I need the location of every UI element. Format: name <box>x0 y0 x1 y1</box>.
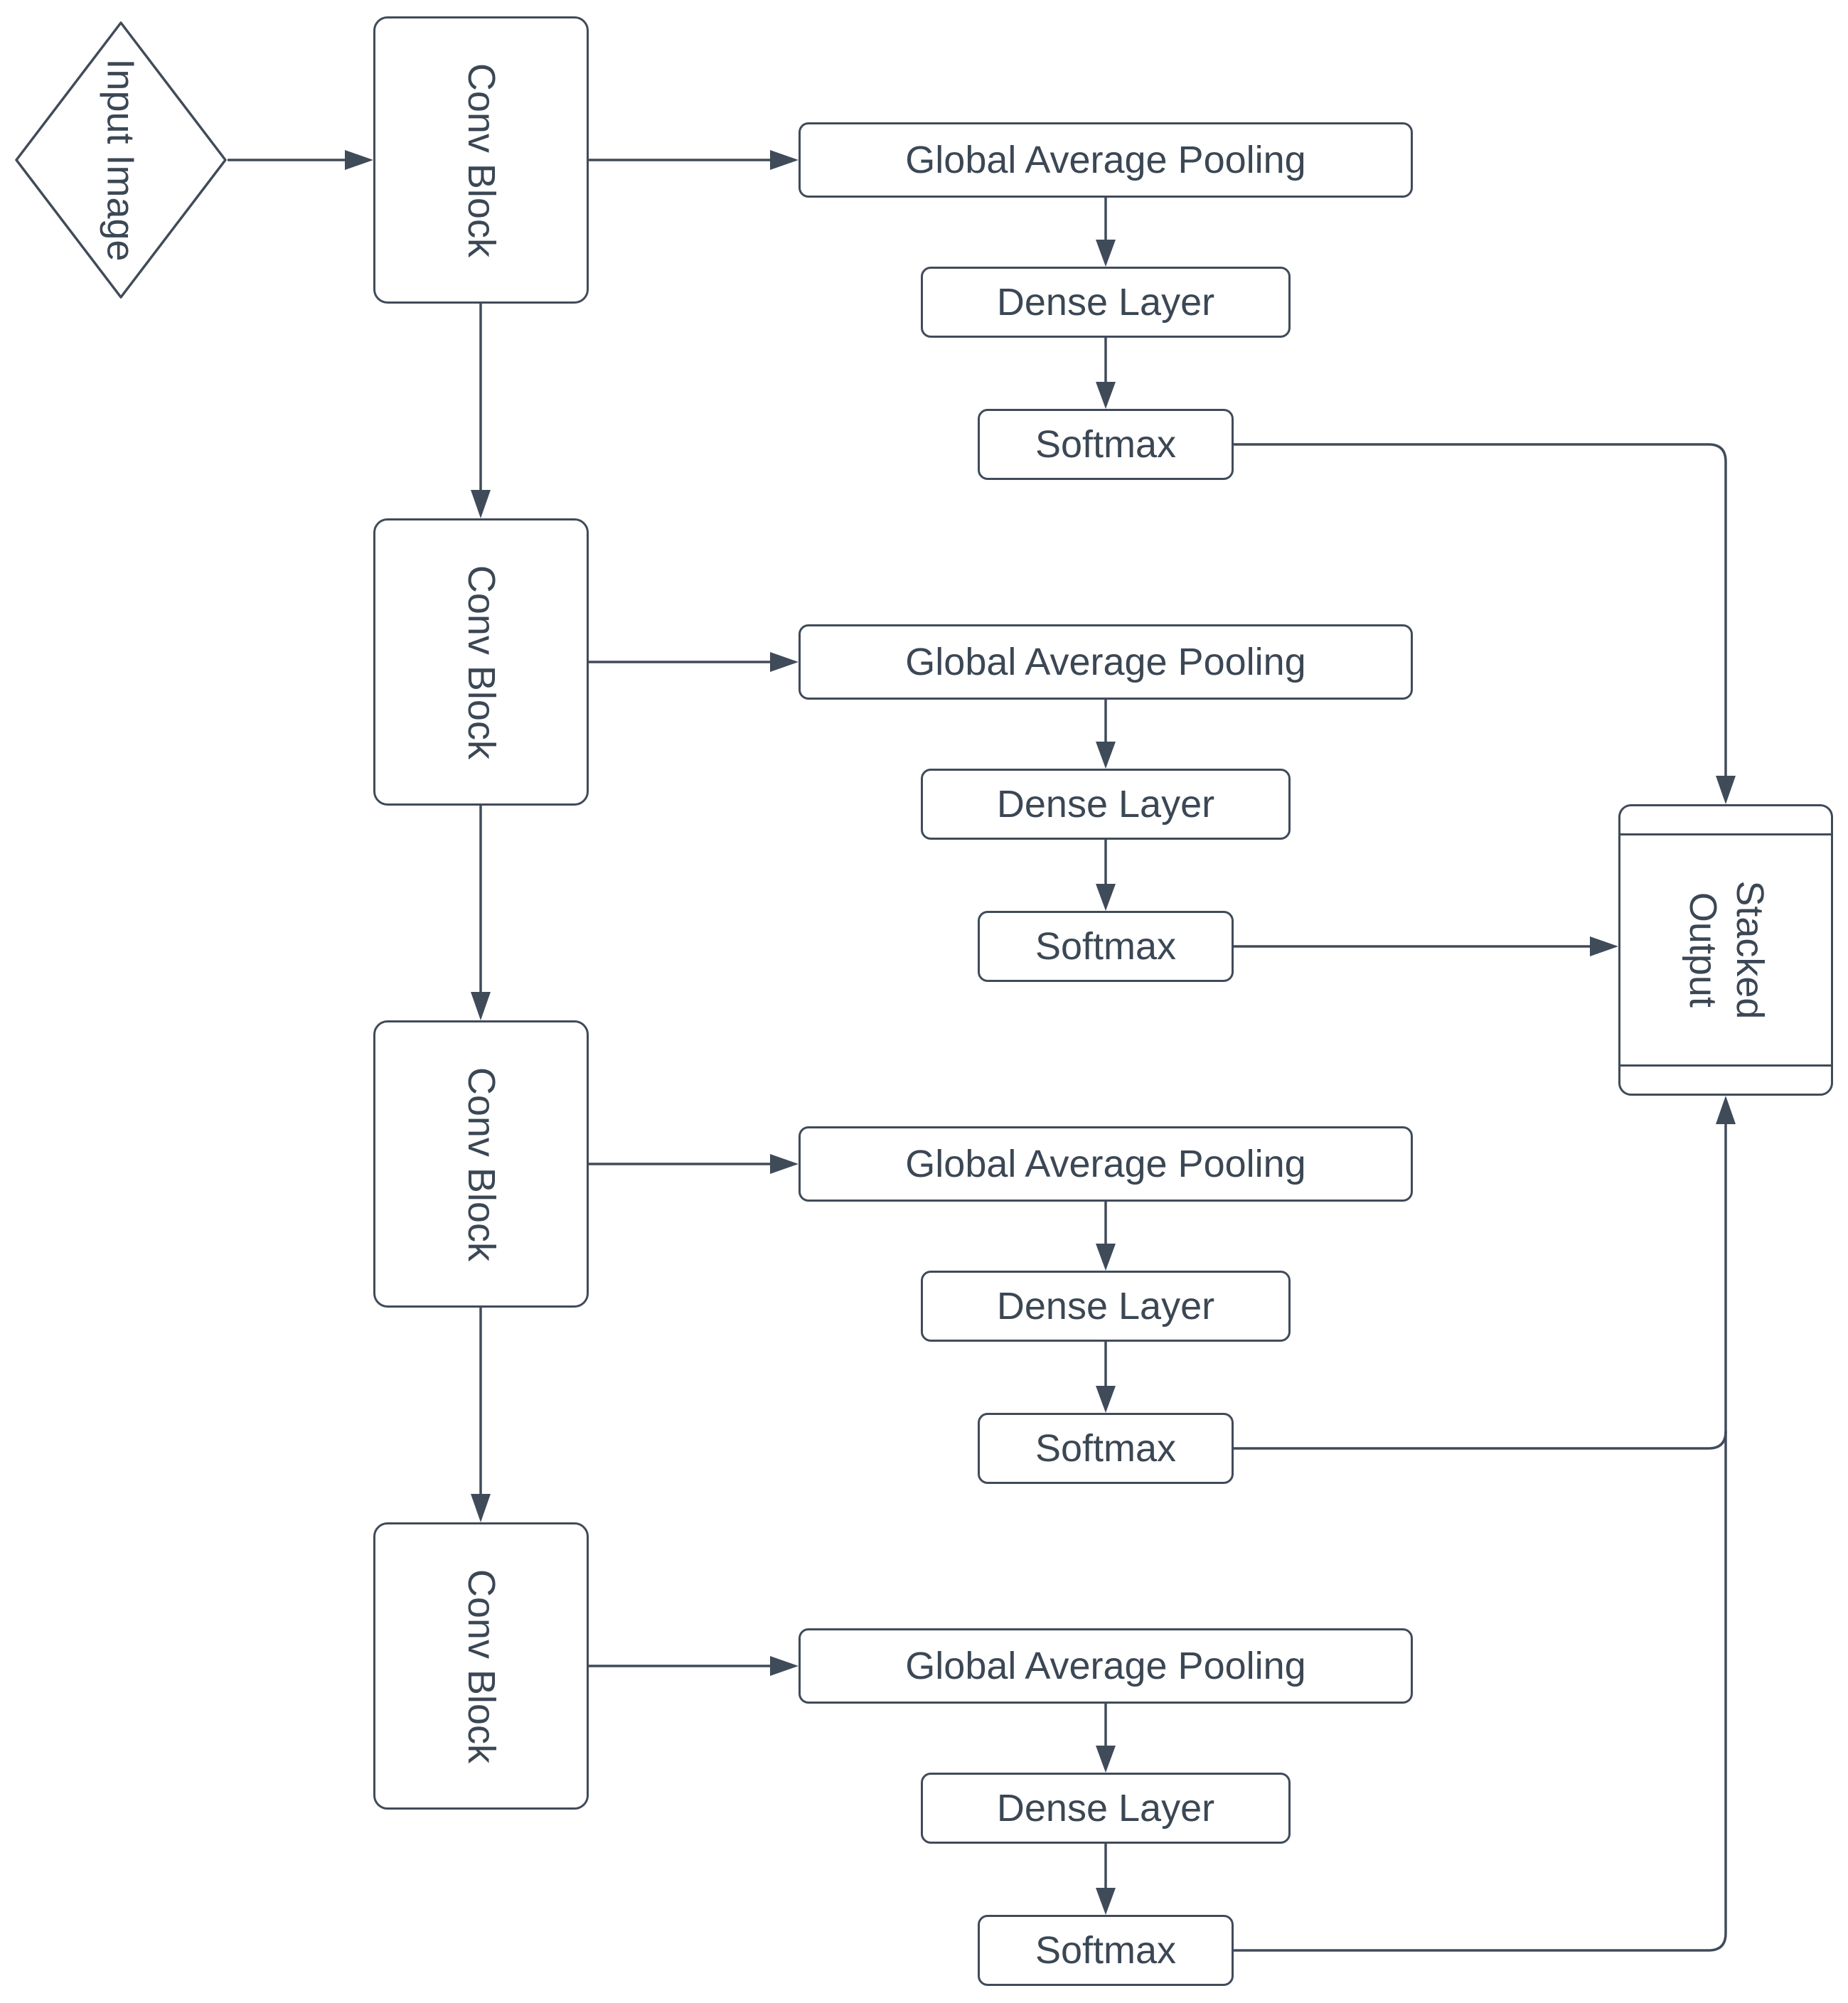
gap-node-1: Global Average Pooling <box>799 122 1413 198</box>
edge-softmax1-to-output <box>1234 443 1727 776</box>
arrowhead-down-icon <box>1096 742 1116 769</box>
gap-label: Global Average Pooling <box>905 138 1306 181</box>
softmax-node-4: Softmax <box>978 1915 1234 1986</box>
softmax-label: Softmax <box>1035 1426 1177 1470</box>
arrowhead-right-icon <box>770 1656 799 1676</box>
softmax-label: Softmax <box>1035 924 1177 968</box>
diamond-shape <box>15 21 227 299</box>
dense-layer-node-1: Dense Layer <box>921 267 1291 338</box>
input-image-label: Input Image <box>100 58 142 262</box>
dense-layer-label: Dense Layer <box>996 1786 1215 1830</box>
stacked-output-label: Stacked Output <box>1682 880 1771 1020</box>
dense-layer-node-3: Dense Layer <box>921 1271 1291 1342</box>
arrowhead-down-icon <box>1096 884 1116 911</box>
conv-block-label: Conv Block <box>459 565 503 759</box>
arrowhead-down-icon <box>471 992 491 1020</box>
conv-block-node-2: Conv Block <box>373 518 589 806</box>
dense-layer-node-4: Dense Layer <box>921 1773 1291 1844</box>
arrowhead-down-icon <box>1716 776 1736 804</box>
softmax-node-3: Softmax <box>978 1413 1234 1484</box>
softmax-node-2: Softmax <box>978 911 1234 982</box>
dense-layer-label: Dense Layer <box>996 782 1215 826</box>
conv-block-label: Conv Block <box>459 1569 503 1763</box>
softmax-node-1: Softmax <box>978 409 1234 480</box>
softmax-label: Softmax <box>1035 1928 1177 1972</box>
arrowhead-down-icon <box>1096 382 1116 409</box>
conv-block-node-3: Conv Block <box>373 1020 589 1308</box>
gap-node-4: Global Average Pooling <box>799 1628 1413 1704</box>
arrowhead-right-icon <box>1590 936 1618 956</box>
gap-label: Global Average Pooling <box>905 1142 1306 1185</box>
stacked-output-bottom-divider <box>1620 1064 1832 1067</box>
softmax-label: Softmax <box>1035 422 1177 466</box>
dense-layer-label: Dense Layer <box>996 1284 1215 1328</box>
edge-softmax4-to-output <box>1234 1124 1727 1952</box>
conv-block-label: Conv Block <box>459 63 503 257</box>
gap-node-2: Global Average Pooling <box>799 624 1413 700</box>
arrowhead-right-icon <box>770 1154 799 1174</box>
arrowhead-down-icon <box>1096 1888 1116 1915</box>
stacked-output-top-divider <box>1620 833 1832 835</box>
arrowhead-down-icon <box>1096 1746 1116 1773</box>
dense-layer-label: Dense Layer <box>996 280 1215 324</box>
stacked-output-node: Stacked Output <box>1618 804 1833 1096</box>
conv-block-node-1: Conv Block <box>373 16 589 304</box>
dense-layer-node-2: Dense Layer <box>921 769 1291 840</box>
arrowhead-down-icon <box>471 490 491 518</box>
arrowhead-up-icon <box>1716 1096 1736 1124</box>
input-image-node: Input Image <box>14 21 228 299</box>
arrowhead-down-icon <box>471 1494 491 1522</box>
arrowhead-right-icon <box>345 150 373 170</box>
conv-block-label: Conv Block <box>459 1067 503 1261</box>
conv-block-node-4: Conv Block <box>373 1522 589 1810</box>
gap-label: Global Average Pooling <box>905 640 1306 683</box>
arrowhead-right-icon <box>770 150 799 170</box>
edge-softmax3-to-output <box>1234 1431 1727 1450</box>
gap-node-3: Global Average Pooling <box>799 1126 1413 1202</box>
arrowhead-down-icon <box>1096 240 1116 267</box>
arrowhead-right-icon <box>770 652 799 672</box>
gap-label: Global Average Pooling <box>905 1644 1306 1687</box>
arrowhead-down-icon <box>1096 1386 1116 1413</box>
arrowhead-down-icon <box>1096 1244 1116 1271</box>
